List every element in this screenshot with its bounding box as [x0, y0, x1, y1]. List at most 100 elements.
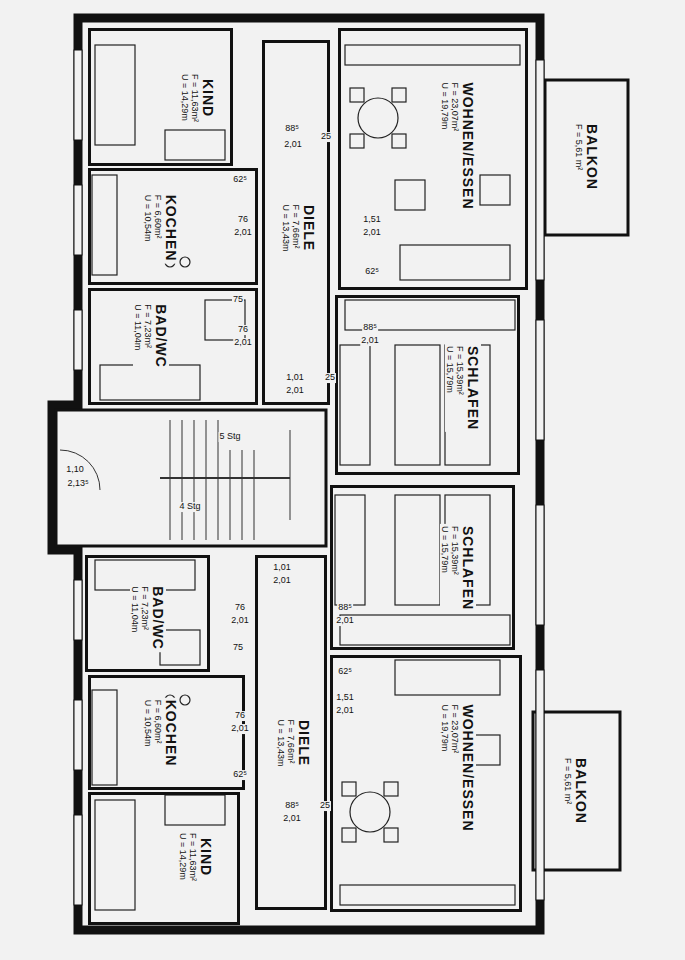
- room-area: U = 13,43m: [276, 718, 286, 769]
- dimension-label: 2,01: [230, 724, 250, 734]
- room-area: F = 6,60m²: [153, 193, 163, 264]
- dimension-label: 25: [319, 801, 331, 811]
- dimension-label: 75: [232, 643, 244, 653]
- room-area: F = 23,07m²: [450, 80, 460, 211]
- room-area: F = 7,23m²: [143, 302, 153, 370]
- room-label-group: WOHNEN/ESSENF = 23,07m²U = 19,79m: [440, 702, 476, 833]
- dimension-label: 2,01: [335, 706, 355, 716]
- room-area: U = 19,79m: [440, 80, 450, 211]
- room-area: U = 14,29m: [178, 831, 188, 883]
- dimension-label: 2,01: [233, 228, 253, 238]
- room-area: F = 23,07m²: [450, 702, 460, 833]
- room-area: F = 5,61 m²: [563, 756, 573, 826]
- room-label-group: BALKONF = 5,61 m²: [574, 122, 600, 192]
- room-label-group: KINDF = 11,63m²U = 14,29m: [178, 831, 214, 883]
- room-label-group: KOCHENF = 6,60m²U = 10,54m: [143, 698, 179, 769]
- stair-steps: [160, 420, 290, 540]
- dimension-label: 1,51: [362, 215, 382, 225]
- room-area: F = 7,66m²: [286, 718, 296, 769]
- room-area: F = 15,39m²: [450, 524, 460, 612]
- room-name: DIELE: [301, 203, 317, 254]
- room-name: KIND: [198, 831, 214, 883]
- room-name: KIND: [200, 72, 216, 124]
- room-area: F = 15,39m²: [455, 344, 465, 432]
- room-area: F = 6,60m²: [153, 698, 163, 769]
- room-name: BAD/WC: [150, 584, 166, 652]
- room-area: U = 10,54m: [143, 698, 153, 769]
- room-label-group: KOCHENF = 6,60m²U = 10,54m: [143, 193, 179, 264]
- balcony-outline: [533, 712, 620, 870]
- dimension-label: 25: [320, 132, 332, 142]
- dimension-label: 2,13⁵: [66, 479, 89, 489]
- staircase: [56, 410, 326, 546]
- room: SCHLAFENF = 15,39m²U = 15,79m: [330, 485, 515, 650]
- dimension-label: 1,10: [65, 465, 85, 475]
- dimension-label: 2,01: [272, 576, 292, 586]
- room: KOCHENF = 6,60m²U = 10,54m: [88, 675, 245, 790]
- windows: [74, 50, 544, 905]
- room: KINDF = 11,63m²U = 14,29m: [88, 28, 233, 166]
- room-label-group: BAD/WCF = 7,23m²U = 11,04m: [133, 302, 169, 370]
- room: KINDF = 11,63m²U = 14,29m: [88, 792, 240, 925]
- dimension-label: 76: [234, 711, 246, 721]
- room-area: U = 14,29m: [180, 72, 190, 124]
- dimension-label: 62⁵: [232, 770, 248, 780]
- dimension-label: 62⁵: [232, 175, 248, 185]
- dimension-label: 2,01: [285, 386, 305, 396]
- dimension-label: 2,01: [360, 336, 380, 346]
- dimension-label: 76: [237, 325, 249, 335]
- dimension-label: 2,01: [230, 616, 250, 626]
- room-label-group: SCHLAFENF = 15,39m²U = 15,79m: [440, 524, 476, 612]
- dimension-label: 2,01: [282, 814, 302, 824]
- room: WOHNEN/ESSENF = 23,07m²U = 19,79m: [338, 28, 528, 290]
- room-name: DIELE: [296, 718, 312, 769]
- dimension-label: 2,01: [283, 140, 303, 150]
- room-area: F = 7,23m²: [140, 584, 150, 652]
- dimension-label: 2,01: [335, 616, 355, 626]
- dimension-label: 5 Stg: [218, 432, 241, 442]
- balcony: BALKONF = 5,61 m²: [533, 712, 620, 870]
- room: SCHLAFENF = 15,39m²U = 15,79m: [335, 295, 520, 475]
- room-area: U = 19,79m: [440, 702, 450, 833]
- room-name: BAD/WC: [153, 302, 169, 370]
- dimension-label: 2,01: [362, 228, 382, 238]
- room-area: F = 7,66m²: [291, 203, 301, 254]
- room-name: KOCHEN: [163, 193, 179, 264]
- dimension-label: 2,01: [233, 338, 253, 348]
- dimension-label: 25: [324, 373, 336, 383]
- room: DIELEF = 7,66m²U = 13,43m: [255, 555, 327, 910]
- room-name: KOCHEN: [163, 698, 179, 769]
- room: BAD/WCF = 7,23m²U = 11,04m: [85, 555, 210, 672]
- balcony: BALKONF = 5,61 m²: [545, 80, 628, 235]
- room-label-group: WOHNEN/ESSENF = 23,07m²U = 19,79m: [440, 80, 476, 211]
- room-area: U = 13,43m: [281, 203, 291, 254]
- room-name: SCHLAFEN: [465, 344, 481, 432]
- room: KOCHENF = 6,60m²U = 10,54m: [88, 168, 258, 285]
- dimension-label: 1,51: [335, 693, 355, 703]
- room-label-group: BALKONF = 5,61 m²: [563, 756, 589, 826]
- door-swing: [60, 450, 100, 490]
- room: WOHNEN/ESSENF = 23,07m²U = 19,79m: [330, 655, 522, 912]
- room-name: BALKON: [584, 122, 600, 192]
- dimension-label: 88⁵: [284, 124, 300, 134]
- room-label-group: BAD/WCF = 7,23m²U = 11,04m: [130, 584, 166, 652]
- room-name: WOHNEN/ESSEN: [460, 702, 476, 833]
- dimension-label: 4 Stg: [178, 502, 201, 512]
- room-label-group: DIELEF = 7,66m²U = 13,43m: [276, 718, 312, 769]
- room-name: WOHNEN/ESSEN: [460, 80, 476, 211]
- room-area: U = 15,79m: [440, 524, 450, 612]
- dimension-label: 88⁵: [362, 323, 378, 333]
- room-label-group: SCHLAFENF = 15,39m²U = 15,79m: [445, 344, 481, 432]
- dimension-label: 76: [234, 603, 246, 613]
- room-area: U = 11,04m: [133, 302, 143, 370]
- room-area: U = 15,79m: [445, 344, 455, 432]
- outer-wall: [52, 18, 540, 930]
- room-name: SCHLAFEN: [460, 524, 476, 612]
- dimension-label: 62⁵: [337, 667, 353, 677]
- dimension-label: 88⁵: [337, 603, 353, 613]
- room: DIELEF = 7,66m²U = 13,43m: [262, 40, 330, 405]
- room-area: F = 5,61 m²: [574, 122, 584, 192]
- dimension-label: 1,01: [272, 563, 292, 573]
- room-area: F = 11,63m²: [190, 72, 200, 124]
